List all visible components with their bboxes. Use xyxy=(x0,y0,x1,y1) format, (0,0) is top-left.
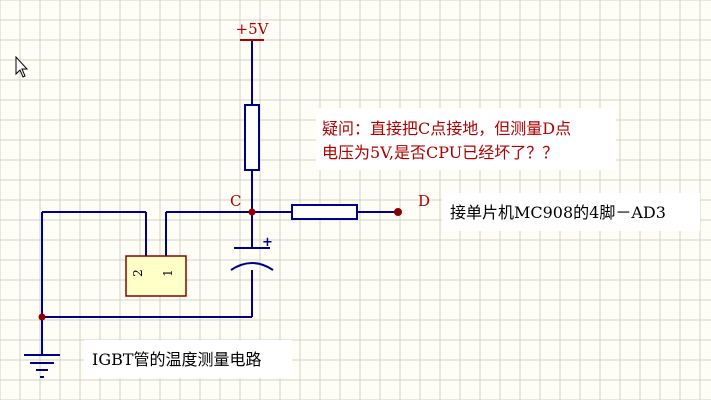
question-note-line1: 疑问：直接把C点接地，但测量D点 xyxy=(322,119,571,138)
sensor-pin2-label: 2 xyxy=(131,269,145,277)
resistor-r1 xyxy=(244,104,260,171)
connection-note-text: 接单片机MC908的4脚－AD3 xyxy=(450,203,666,222)
question-note-background xyxy=(316,108,616,170)
vcc-symbol: +5V xyxy=(236,20,270,41)
sensor-pin1-label: 1 xyxy=(161,269,175,277)
question-note-line2: 电压为5V,是否CPU已经坏了？？ xyxy=(322,143,558,162)
junction-ground xyxy=(38,313,46,321)
vcc-label: +5V xyxy=(236,20,270,38)
circuit-title-text: IGBT管的温度测量电路 xyxy=(92,350,262,369)
sensor-body xyxy=(125,255,187,297)
node-d-label: D xyxy=(418,192,430,210)
ground-icon xyxy=(24,354,60,378)
question-note: 疑问：直接把C点接地，但测量D点 电压为5V,是否CPU已经坏了？？ xyxy=(316,108,616,170)
temperature-sensor: 2 1 xyxy=(125,255,187,297)
terminal-d xyxy=(394,208,402,216)
connection-note: 接单片机MC908的4脚－AD3 xyxy=(442,193,700,231)
wires xyxy=(41,40,398,355)
node-c-label: C xyxy=(230,192,241,210)
circuit-title: IGBT管的温度测量电路 xyxy=(84,340,292,378)
capacitor-polarity-label: + xyxy=(262,235,273,250)
junction-c xyxy=(248,208,256,216)
circuit-title-background xyxy=(84,340,292,378)
connection-note-background xyxy=(442,193,700,231)
capacitor-negative-plate xyxy=(230,262,274,271)
resistor-r2 xyxy=(291,204,358,220)
arrow-cursor-icon xyxy=(15,55,29,78)
electrolytic-capacitor: + xyxy=(230,235,274,271)
